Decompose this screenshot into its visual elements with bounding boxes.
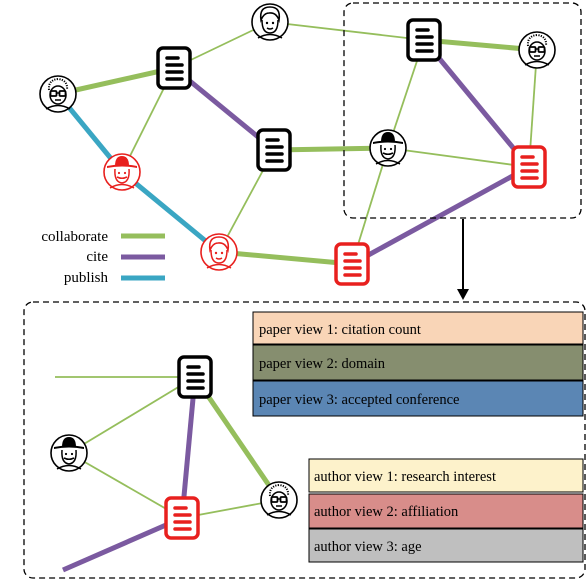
document-icon xyxy=(334,242,370,286)
author-hat-icon xyxy=(103,153,141,191)
top-graph-edges xyxy=(56,21,538,267)
document-icon xyxy=(406,18,442,62)
legend-label-cite: cite xyxy=(86,249,108,265)
author-view-1-label: author view 1: research interest xyxy=(314,469,496,485)
author-hat-icon xyxy=(369,129,407,167)
edge-collaborate xyxy=(68,376,196,454)
author-hat-icon xyxy=(50,434,88,472)
author-glasses-icon xyxy=(260,481,298,519)
edge-publish xyxy=(120,170,221,254)
author-view-2-label: author view 2: affiliation xyxy=(314,504,459,520)
document-icon xyxy=(156,46,192,90)
author-young-icon xyxy=(200,233,238,271)
edge-collaborate xyxy=(57,65,175,97)
bottom-graph-edges xyxy=(55,375,282,573)
author-view-3-box xyxy=(308,528,584,563)
edge-collaborate xyxy=(68,452,183,519)
edge-cite xyxy=(350,164,531,267)
author-view-1-box xyxy=(308,458,584,493)
author-glasses-icon xyxy=(39,75,77,113)
edge-collaborate xyxy=(269,21,425,41)
paper-view-2-box xyxy=(252,344,584,381)
document-icon xyxy=(177,355,213,399)
edge-collaborate xyxy=(387,147,530,168)
paper-view-3-box xyxy=(252,380,584,417)
down-arrow xyxy=(457,219,469,300)
edge-collaborate xyxy=(218,249,353,267)
edge-cite xyxy=(61,515,184,573)
legend-label-collaborate: collaborate xyxy=(41,229,108,245)
document-icon xyxy=(511,145,547,189)
author-views: author view 1: research interest author … xyxy=(308,458,584,563)
edge-cite xyxy=(179,376,198,519)
legend: collaborate cite publish xyxy=(41,229,165,286)
author-glasses-icon xyxy=(518,31,556,69)
paper-view-1-label: paper view 1: citation count xyxy=(259,322,421,338)
paper-view-3-label: paper view 3: accepted conference xyxy=(259,392,459,408)
document-icon xyxy=(164,496,200,540)
subgraph-selection-box xyxy=(343,2,582,219)
edge-collaborate xyxy=(273,145,389,153)
legend-label-publish: publish xyxy=(64,270,109,286)
author-young-icon xyxy=(251,3,289,41)
author-view-2-box xyxy=(308,493,584,529)
paper-view-1-box xyxy=(252,311,584,345)
paper-views: paper view 1: citation count paper view … xyxy=(252,311,584,417)
edge-cite xyxy=(422,38,531,169)
paper-view-2-label: paper view 2: domain xyxy=(259,356,386,372)
author-view-3-label: author view 3: age xyxy=(314,539,422,555)
edge-collaborate xyxy=(423,37,538,53)
document-icon xyxy=(256,128,292,172)
subgraph-detail-box xyxy=(23,301,586,579)
